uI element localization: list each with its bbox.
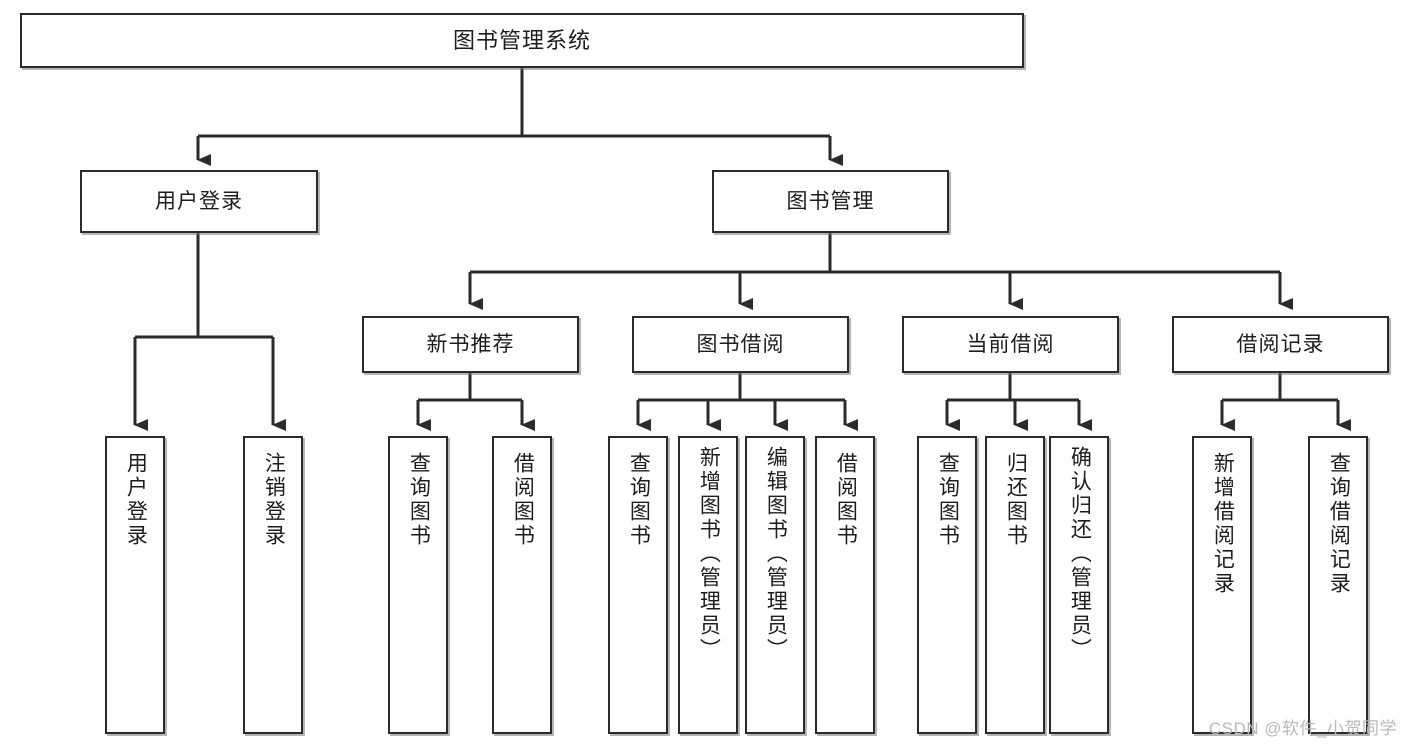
node-leaf-add-borrow-record[interactable]: 新增借阅记录 xyxy=(1192,436,1252,734)
node-book-management[interactable]: 图书管理 xyxy=(712,170,949,233)
node-leaf-add-book[interactable]: 新增图书（管理员） xyxy=(678,436,738,734)
node-label: 用户登录 xyxy=(124,452,148,548)
node-label: 借阅图书 xyxy=(511,452,535,548)
node-label: 当前借阅 xyxy=(966,333,1055,356)
node-label: 查询图书 xyxy=(407,452,431,548)
node-label: 借阅图书 xyxy=(834,452,858,548)
node-label: 图书管理系统 xyxy=(452,27,591,53)
node-leaf-query-book-1[interactable]: 查询图书 xyxy=(388,436,448,734)
node-leaf-query-borrow-record[interactable]: 查询借阅记录 xyxy=(1308,436,1368,734)
node-leaf-confirm-return[interactable]: 确认归还（管理员） xyxy=(1049,436,1109,734)
node-label: 用户登录 xyxy=(155,190,243,213)
node-label: 新增借阅记录 xyxy=(1211,452,1235,596)
node-leaf-user-login[interactable]: 用户登录 xyxy=(105,436,165,734)
node-label: 查询图书 xyxy=(627,452,651,548)
node-leaf-borrow-book-2[interactable]: 借阅图书 xyxy=(815,436,875,734)
csdn-watermark: CSDN @软件_小贺同学 xyxy=(1208,719,1397,738)
node-label: 图书管理 xyxy=(786,190,875,213)
node-current-borrow[interactable]: 当前借阅 xyxy=(902,316,1119,373)
node-root-book-management-system[interactable]: 图书管理系统 xyxy=(20,13,1024,68)
node-label: 查询借阅记录 xyxy=(1327,452,1351,596)
node-borrow-record[interactable]: 借阅记录 xyxy=(1172,316,1389,373)
node-leaf-borrow-book-1[interactable]: 借阅图书 xyxy=(492,436,552,734)
node-leaf-return-book[interactable]: 归还图书 xyxy=(985,436,1045,734)
node-label: 查询图书 xyxy=(936,452,960,548)
node-leaf-edit-book[interactable]: 编辑图书（管理员） xyxy=(745,436,805,734)
node-user-login[interactable]: 用户登录 xyxy=(80,170,318,233)
node-new-book-recommend[interactable]: 新书推荐 xyxy=(362,316,579,373)
node-label: 图书借阅 xyxy=(696,333,785,356)
node-label: 注销登录 xyxy=(262,452,286,548)
node-book-borrow[interactable]: 图书借阅 xyxy=(632,316,849,373)
node-label: 新增图书（管理员） xyxy=(697,446,721,662)
node-label: 借阅记录 xyxy=(1236,333,1325,356)
node-label: 新书推荐 xyxy=(426,333,515,356)
node-leaf-query-book-2[interactable]: 查询图书 xyxy=(608,436,668,734)
node-label: 确认归还（管理员） xyxy=(1068,446,1092,662)
node-label: 归还图书 xyxy=(1004,452,1028,548)
node-label: 编辑图书（管理员） xyxy=(764,446,788,662)
node-leaf-logout-login[interactable]: 注销登录 xyxy=(243,436,303,734)
node-leaf-query-book-3[interactable]: 查询图书 xyxy=(917,436,977,734)
